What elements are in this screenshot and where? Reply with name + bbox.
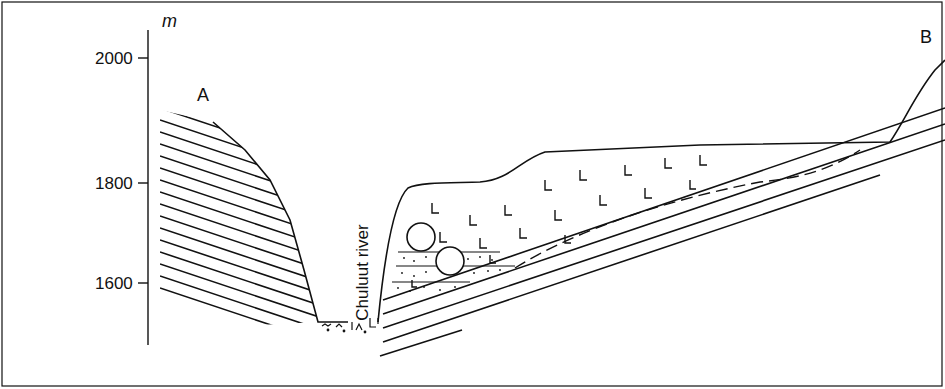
axis-value: 2000 bbox=[95, 50, 133, 67]
river-deposits bbox=[322, 318, 378, 333]
river-name: Chuluut river bbox=[354, 224, 371, 320]
section-end: A bbox=[197, 86, 209, 104]
basalt-symbols bbox=[412, 155, 707, 287]
axis-value: 1600 bbox=[95, 275, 133, 292]
axis-value: 1800 bbox=[95, 175, 133, 192]
boulder bbox=[407, 223, 435, 251]
contact-line bbox=[515, 150, 860, 268]
axis-unit: m bbox=[162, 12, 177, 30]
elevation-axis bbox=[138, 30, 148, 345]
left-bedrock-hatch bbox=[160, 108, 340, 348]
boulder bbox=[436, 247, 464, 275]
bedrock-layers bbox=[380, 108, 945, 356]
right-slope bbox=[378, 60, 945, 322]
section-end: B bbox=[920, 28, 932, 46]
